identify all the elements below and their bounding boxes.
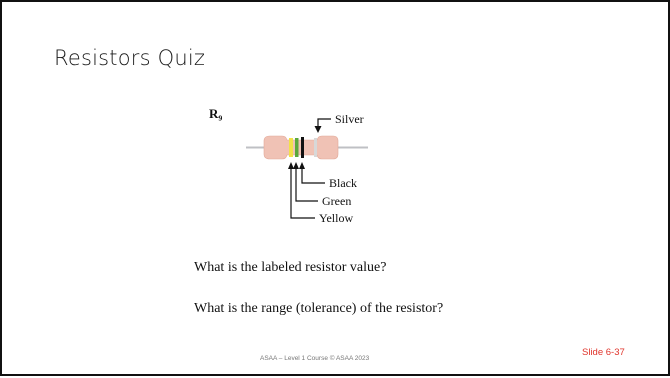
band-silver	[314, 138, 317, 157]
band-yellow	[289, 138, 293, 157]
callout-silver: Silver	[314, 112, 364, 133]
question-1: What is the labeled resistor value?	[194, 260, 387, 275]
callout-green: Green	[293, 162, 351, 208]
callout-yellow-label: Yellow	[319, 211, 353, 225]
callout-yellow: Yellow	[288, 162, 353, 225]
callout-black-label: Black	[329, 176, 357, 190]
slide-title: Resistors Quiz	[54, 46, 206, 70]
slide-number: Slide 6-37	[582, 347, 625, 358]
footer-copyright: ASAA – Level 1 Course © ASAA 2023	[260, 355, 370, 362]
band-black	[301, 137, 304, 158]
band-green	[295, 138, 299, 157]
resistor-label: R₉	[209, 106, 222, 121]
callout-green-label: Green	[322, 194, 351, 208]
callout-black: Black	[299, 162, 357, 190]
callout-silver-label: Silver	[335, 112, 364, 126]
question-2: What is the range (tolerance) of the res…	[194, 301, 444, 316]
